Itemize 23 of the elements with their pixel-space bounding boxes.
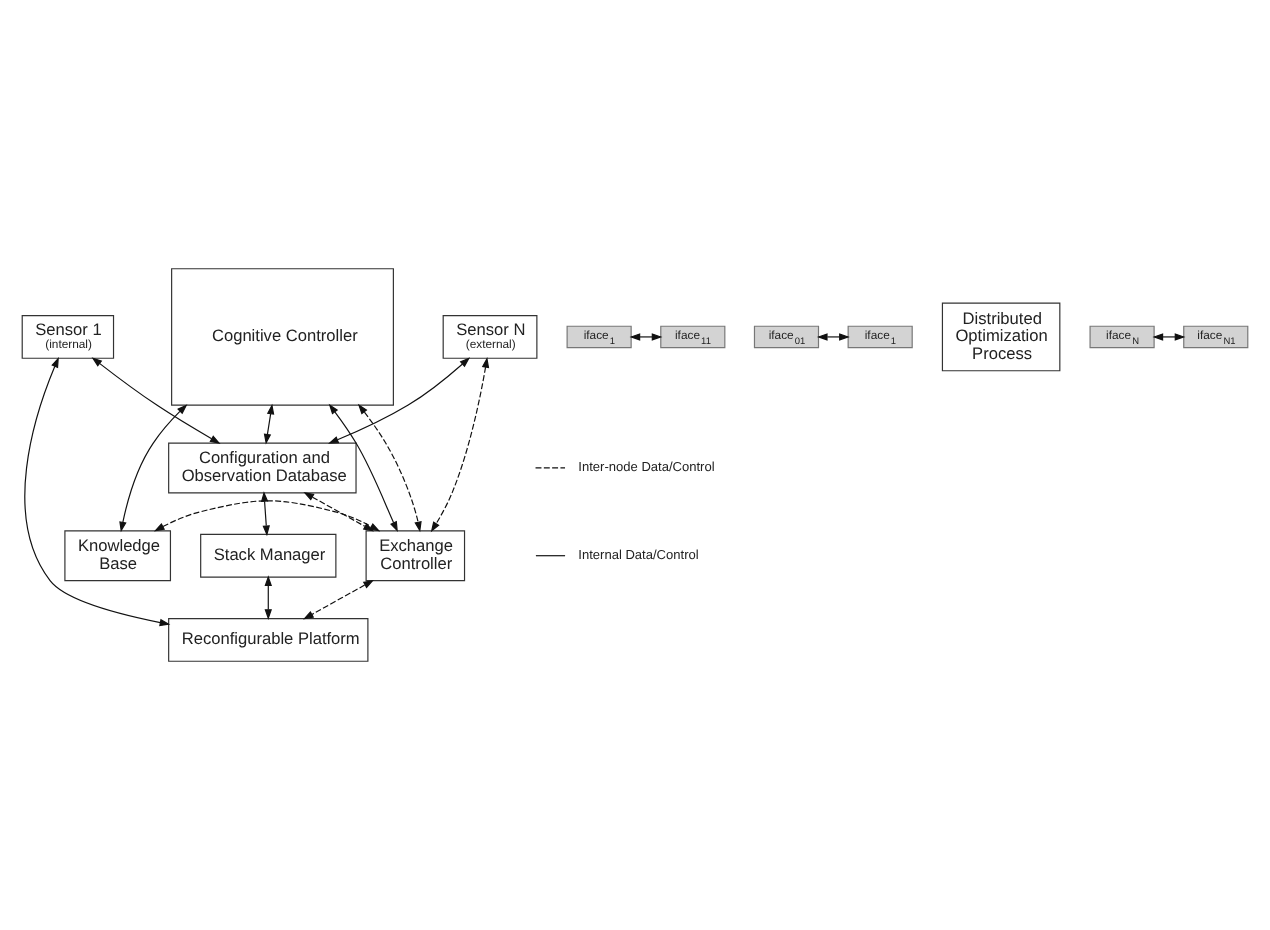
- node-box: Distributed Optimization Process: [941, 302, 1061, 372]
- node-box: Knowledge Base: [64, 530, 172, 582]
- arrow: [303, 492, 374, 532]
- arrow: [153, 500, 381, 532]
- arrow: [260, 491, 270, 537]
- arrow: [328, 357, 471, 444]
- arrow: [816, 333, 850, 341]
- node-box: Cognitive Controller: [171, 268, 394, 406]
- arrow: [263, 403, 275, 445]
- arrow: [328, 403, 398, 533]
- node-box: Stack Manager: [200, 533, 337, 578]
- arrow: [629, 333, 663, 341]
- arrow: [119, 404, 188, 533]
- node-box: Configuration and Observation Database: [168, 442, 357, 494]
- arrow: [24, 356, 171, 627]
- arrow: [430, 356, 490, 533]
- arrow: [91, 357, 221, 444]
- arrow: [264, 575, 272, 620]
- node-box: Exchange Controller: [365, 530, 466, 582]
- arrow: [302, 579, 374, 620]
- arrow: [357, 403, 422, 533]
- arrow: [1152, 333, 1186, 341]
- node-box: Reconfigurable Platform: [168, 617, 369, 662]
